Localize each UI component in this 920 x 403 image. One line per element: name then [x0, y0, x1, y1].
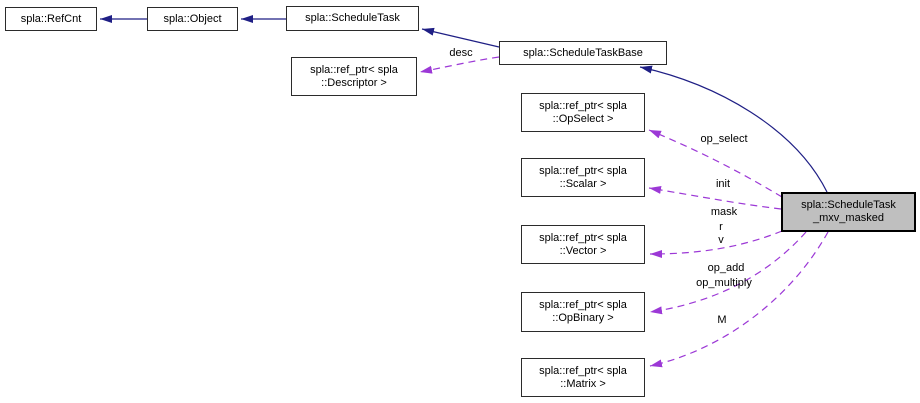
class-node-mxv-masked-current: spla::ScheduleTask _mxv_masked [781, 192, 916, 232]
class-node-label-line2: ::Descriptor > [321, 76, 387, 89]
class-node-label-line1: spla::ScheduleTask [801, 199, 896, 211]
class-node-label-line1: spla::ref_ptr< spla [539, 164, 627, 177]
class-node-refptr-opselect[interactable]: spla::ref_ptr< spla ::OpSelect > [521, 93, 645, 132]
edge-m [649, 231, 829, 368]
class-node-refptr-matrix[interactable]: spla::ref_ptr< spla ::Matrix > [521, 358, 645, 397]
class-node-label-line2: ::OpBinary > [552, 312, 614, 324]
edge-label-v: v [718, 234, 724, 246]
class-node-label: spla::ScheduleTask [305, 12, 400, 24]
class-node-label-line1: spla::ref_ptr< spla [539, 99, 627, 112]
edge-label-op-select: op_select [700, 133, 748, 145]
edge-label-desc: desc [449, 47, 473, 59]
class-node-refptr-scalar[interactable]: spla::ref_ptr< spla ::Scalar > [521, 158, 645, 197]
class-node-label: spla::RefCnt [20, 12, 82, 25]
class-node-scheduletask[interactable]: spla::ScheduleTask [286, 6, 419, 31]
class-node-label-line2: ::Vector > [559, 244, 607, 257]
class-node-label: spla::Object [163, 12, 222, 25]
class-node-scheduletaskbase[interactable]: spla::ScheduleTaskBase [499, 41, 667, 65]
class-node-label-line1: spla::ref_ptr< spla [310, 63, 398, 76]
class-node-label-line2: ::Scalar > [559, 177, 607, 190]
class-node-label-line2: ::OpSelect > [552, 112, 614, 125]
edge-mxvmasked-to-scheduletaskbase [639, 65, 828, 193]
edge-label-op-multiply: op_multiply [696, 277, 752, 289]
edge-init [648, 186, 782, 210]
edge-scheduletaskbase-to-scheduletask [421, 27, 500, 48]
class-node-label: spla::ScheduleTaskBase [523, 46, 643, 59]
edge-label-op-add: op_add [707, 262, 745, 274]
class-node-label-line2: ::Matrix > [560, 377, 606, 390]
class-node-refcnt[interactable]: spla::RefCnt [5, 7, 97, 31]
edge-desc-to-descriptor [419, 56, 500, 74]
class-node-label-line1: spla::ref_ptr< spla [539, 299, 627, 311]
class-node-object[interactable]: spla::Object [147, 7, 238, 31]
edge-opadd-opmultiply [649, 231, 807, 315]
edge-label-m: M [717, 314, 727, 326]
class-node-refptr-vector[interactable]: spla::ref_ptr< spla ::Vector > [521, 225, 645, 264]
class-node-refptr-opbinary[interactable]: spla::ref_ptr< spla ::OpBinary > [521, 292, 645, 332]
edge-mask-r-v [649, 230, 783, 258]
edge-opselect [648, 129, 783, 198]
edge-label-init: init [715, 178, 731, 190]
edge-label-r: r [719, 221, 723, 233]
edge-label-mask: mask [710, 206, 738, 218]
class-node-refptr-descriptor[interactable]: spla::ref_ptr< spla ::Descriptor > [291, 57, 417, 96]
class-node-label-line2: _mxv_masked [813, 212, 884, 224]
class-node-label-line1: spla::ref_ptr< spla [539, 364, 627, 377]
class-node-label-line1: spla::ref_ptr< spla [539, 231, 627, 244]
